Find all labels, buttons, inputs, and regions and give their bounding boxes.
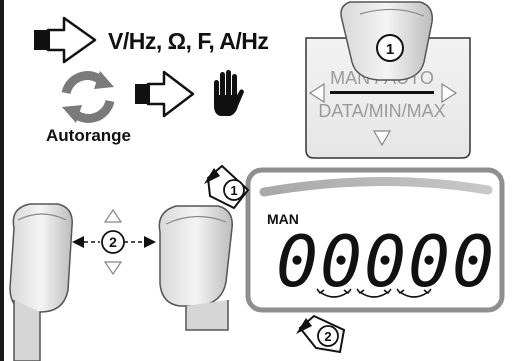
step-2-pointer	[72, 208, 156, 276]
panel-divider	[330, 91, 434, 94]
data-min-max-label: DATA/MIN/MAX	[318, 101, 445, 121]
range-arc	[259, 177, 493, 197]
triangle-arrow-icon	[103, 261, 123, 276]
press-marker-1: 1	[386, 41, 394, 58]
digit: 0	[320, 221, 362, 303]
step-2-left-label: 2	[109, 234, 117, 250]
hand-stop-icon	[214, 70, 244, 116]
step-2-bottom-label: 2	[324, 329, 331, 344]
functions-label: V/Hz, Ω, F, A/Hz	[108, 28, 268, 54]
triangle-arrow-icon	[103, 208, 123, 223]
digit: 0	[452, 221, 494, 303]
autorange-label: Autorange	[46, 126, 131, 145]
digit-group: 0 0 0 0 0	[276, 221, 494, 303]
finger-press-icon	[340, 1, 433, 81]
step-1-label: 1	[230, 183, 237, 198]
finger-press-icon	[9, 203, 73, 361]
step-marker-2-bottom	[296, 314, 346, 354]
lcd-display: MAN 0 0 0 0 0	[245, 167, 505, 313]
refresh-cycle-icon	[61, 71, 115, 123]
arrow-right-icon	[135, 70, 195, 118]
digit: 0	[364, 221, 406, 303]
finger-press-icon	[158, 205, 233, 331]
triangle-arrow-icon	[441, 82, 458, 104]
digit: 0	[408, 221, 450, 303]
mode-indicator: MAN	[267, 211, 299, 227]
digit-selector-arrows	[316, 288, 432, 298]
left-border	[0, 0, 4, 361]
digit: 0	[276, 221, 318, 303]
triangle-arrow-icon	[372, 130, 392, 147]
triangle-arrow-icon	[308, 82, 325, 104]
step-marker-1	[204, 164, 250, 210]
arrow-right-icon	[34, 16, 97, 64]
